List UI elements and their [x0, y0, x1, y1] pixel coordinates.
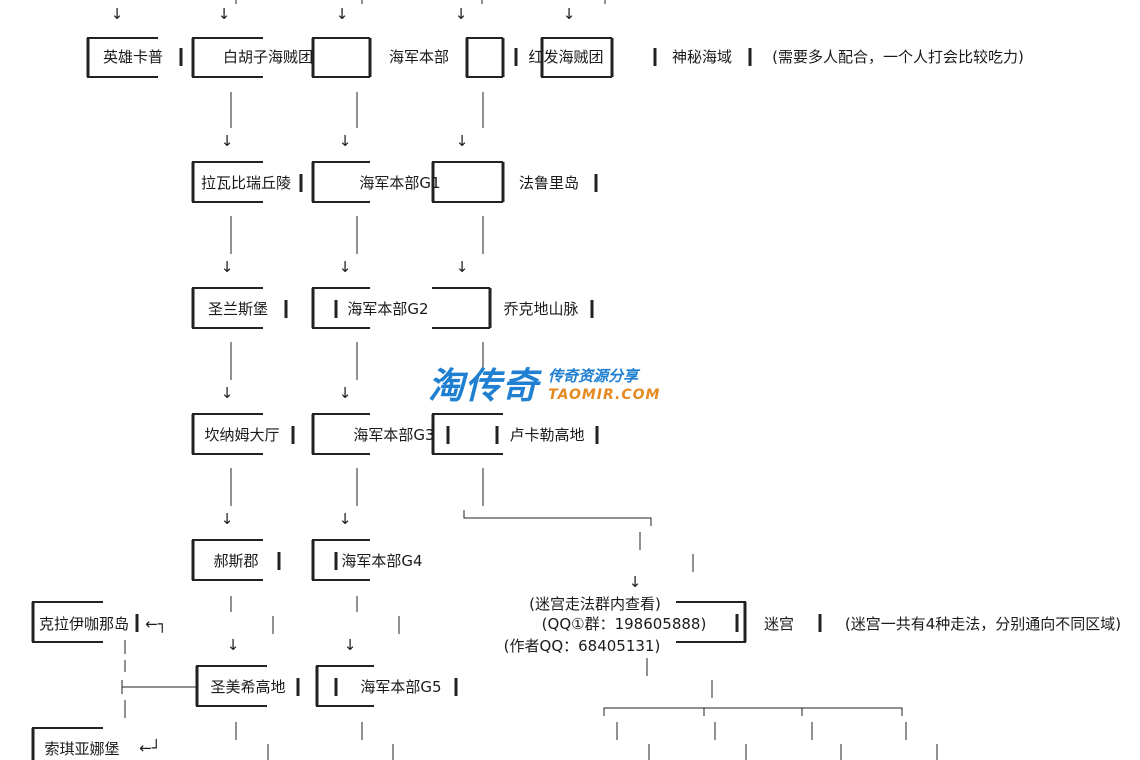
arrow-down-icon: ↓: [562, 5, 576, 23]
node-hero-cape: 英雄卡普: [102, 48, 164, 66]
node-faluri: 法鲁里岛: [518, 174, 580, 192]
node-lukale: 卢卡勒高地: [509, 426, 585, 444]
box-brackets: [31, 37, 822, 760]
note-maze: (迷宫一共有4种走法，分别通向不同区域): [844, 615, 1122, 633]
node-shengmei: 圣美希高地: [210, 678, 286, 696]
node-redhair: 红发海贼团: [528, 48, 604, 66]
node-mystery-sea: 神秘海域: [671, 48, 733, 66]
arrow-down-icon: ↓: [220, 384, 234, 402]
node-qiaoke: 乔克地山脉: [503, 300, 579, 318]
arrow-down-icon: ↓: [220, 510, 234, 528]
node-soqia: 索琪亚娜堡: [44, 740, 120, 758]
node-navy-g3: 海军本部G3: [353, 426, 435, 444]
maze-hint-3: (作者QQ：68405131): [503, 637, 661, 655]
node-saintlance: 圣兰斯堡: [207, 300, 269, 318]
node-klaiga: 克拉伊咖那岛: [38, 615, 130, 633]
node-navy-g4: 海军本部G4: [341, 552, 423, 570]
node-alabasta: 拉瓦比瑞丘陵: [200, 174, 292, 192]
arrow-down-icon: ↓: [338, 510, 352, 528]
arrow-down-icon: ↓: [455, 258, 469, 276]
arrow-down-icon: ↓: [338, 384, 352, 402]
node-navy-g2: 海军本部G2: [347, 300, 429, 318]
arrow-down-icon: ↓: [338, 132, 352, 150]
arrow-down-icon: ↓: [338, 258, 352, 276]
horizontal-connectors: [121, 510, 938, 760]
arrow-down-icon: ↓: [217, 5, 231, 23]
top-stubs: [235, 0, 606, 4]
maze-hint-1: (迷宫走法群内查看): [529, 595, 661, 613]
arrow-down-icon: ↓: [628, 573, 642, 591]
node-navy-hq: 海军本部: [388, 48, 450, 66]
arrow-down-icon: ↓: [226, 636, 240, 654]
arrow-left-icon: ←┘: [139, 739, 161, 757]
arrow-down-icon: ↓: [220, 132, 234, 150]
arrow-left-icon: ←┐: [145, 615, 167, 633]
node-navy-g1: 海军本部G1: [359, 174, 441, 192]
node-navy-g5: 海军本部G5: [360, 678, 442, 696]
arrow-down-icon: ↓: [110, 5, 124, 23]
arrow-down-icon: ↓: [343, 636, 357, 654]
node-maze: 迷宫: [763, 615, 795, 633]
arrow-down-icon: ↓: [454, 5, 468, 23]
node-whitebeard: 白胡子海贼团: [222, 48, 314, 66]
vertical-connectors: [124, 92, 713, 760]
arrow-down-icon: ↓: [455, 132, 469, 150]
arrow-down-icon: ↓: [335, 5, 349, 23]
note-mystery-sea: (需要多人配合，一个人打会比较吃力): [772, 48, 1024, 66]
maze-hint-2: (QQ①群：198605888): [541, 615, 707, 633]
arrow-down-icon: ↓: [220, 258, 234, 276]
node-kannam: 坎纳姆大厅: [204, 426, 280, 444]
node-hesi: 郝斯郡: [213, 552, 259, 570]
